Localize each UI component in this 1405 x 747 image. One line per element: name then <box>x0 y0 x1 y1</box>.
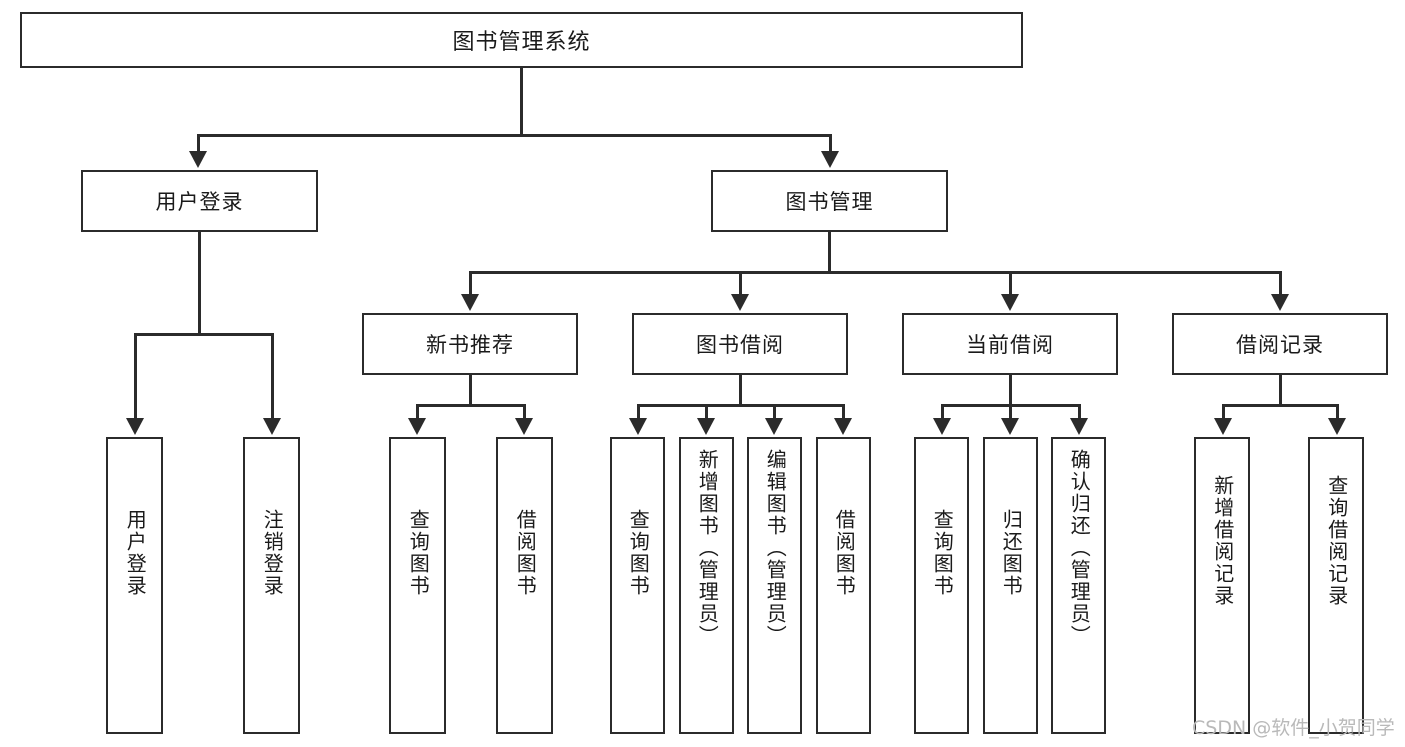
connector-to-leaf-nb-borrow <box>523 404 526 419</box>
leaf-book-edit-admin[interactable]: 编辑图书（管理员） <box>747 437 802 734</box>
leaf-book-borrow-query[interactable]: 查询图书 <box>610 437 665 734</box>
leaf-add-borrow-record[interactable]: 新增借阅记录 <box>1194 437 1250 734</box>
node-label: 新书推荐 <box>426 333 514 357</box>
leaf-label: 新增图书（管理员） <box>695 449 720 647</box>
connector-to-borrow-record <box>1279 271 1282 295</box>
connector-to-leaf-bb-add <box>705 404 708 419</box>
node-borrow-record[interactable]: 借阅记录 <box>1172 313 1388 375</box>
arrowhead-to-leaf-bb-borrow <box>834 418 852 435</box>
arrowhead-to-new-book <box>461 294 479 311</box>
arrowhead-to-book-borrow <box>731 294 749 311</box>
connector-user-login-bus <box>134 333 274 336</box>
leaf-label: 查询图书 <box>626 509 651 597</box>
connector-to-leaf-bb-edit <box>773 404 776 419</box>
node-current-borrow[interactable]: 当前借阅 <box>902 313 1118 375</box>
arrowhead-to-borrow-record <box>1271 294 1289 311</box>
connector-to-current-borrow <box>1009 271 1012 295</box>
node-label: 图书借阅 <box>696 333 784 357</box>
connector-root-stem <box>520 68 523 136</box>
arrowhead-to-leaf-br-query <box>1328 418 1346 435</box>
arrowhead-to-leaf-cb-confirm <box>1070 418 1088 435</box>
leaf-query-borrow-record[interactable]: 查询借阅记录 <box>1308 437 1364 734</box>
connector-current-borrow-stem <box>1009 375 1012 407</box>
arrowhead-to-leaf-bb-edit <box>765 418 783 435</box>
leaf-confirm-return-admin[interactable]: 确认归还（管理员） <box>1051 437 1106 734</box>
leaf-label: 借阅图书 <box>832 509 857 597</box>
connector-new-book-stem <box>469 375 472 407</box>
connector-to-leaf-cb-confirm <box>1078 404 1081 419</box>
leaf-current-borrow-query[interactable]: 查询图书 <box>914 437 969 734</box>
connector-book-manage-stem <box>828 232 831 274</box>
node-label: 图书管理 <box>785 190 874 214</box>
connector-to-leaf-cb-return <box>1009 404 1012 419</box>
connector-to-leaf-bb-borrow <box>842 404 845 419</box>
arrowhead-to-current-borrow <box>1001 294 1019 311</box>
node-book-management[interactable]: 图书管理 <box>711 170 948 232</box>
leaf-logout[interactable]: 注销登录 <box>243 437 300 734</box>
node-label: 用户登录 <box>155 190 244 214</box>
connector-to-leaf-nb-query <box>416 404 419 419</box>
arrowhead-to-leaf-br-add <box>1214 418 1232 435</box>
connector-new-book-bus <box>416 404 526 407</box>
arrowhead-to-leaf-nb-query <box>408 418 426 435</box>
leaf-new-book-borrow[interactable]: 借阅图书 <box>496 437 553 734</box>
leaf-label: 新增借阅记录 <box>1210 475 1235 607</box>
csdn-watermark: CSDN @软件_小贺同学 <box>1192 717 1395 739</box>
leaf-label: 查询借阅记录 <box>1324 475 1349 607</box>
arrowhead-to-leaf-bb-query <box>629 418 647 435</box>
connector-to-leaf-cb-query <box>941 404 944 419</box>
node-new-book-recommend[interactable]: 新书推荐 <box>362 313 578 375</box>
connector-book-manage-bus <box>469 271 1281 274</box>
connector-root-to-book-manage <box>829 134 832 152</box>
arrowhead-to-leaf-nb-borrow <box>515 418 533 435</box>
connector-to-leaf-logout <box>271 333 274 419</box>
node-label: 当前借阅 <box>966 333 1054 357</box>
leaf-book-add-admin[interactable]: 新增图书（管理员） <box>679 437 734 734</box>
connector-borrow-record-stem <box>1279 375 1282 407</box>
leaf-new-book-query[interactable]: 查询图书 <box>389 437 446 734</box>
leaf-book-borrow-action[interactable]: 借阅图书 <box>816 437 871 734</box>
node-label: 借阅记录 <box>1236 333 1324 357</box>
leaf-user-login[interactable]: 用户登录 <box>106 437 163 734</box>
leaf-label: 编辑图书（管理员） <box>763 449 788 647</box>
connector-user-login-stem <box>198 232 201 336</box>
connector-book-borrow-bus <box>637 404 845 407</box>
connector-to-leaf-br-add <box>1222 404 1225 419</box>
connector-root-to-user-login <box>197 134 200 152</box>
connector-to-new-book <box>469 271 472 295</box>
node-user-login[interactable]: 用户登录 <box>81 170 318 232</box>
connector-to-leaf-br-query <box>1336 404 1339 419</box>
arrowhead-to-book-manage <box>821 151 839 168</box>
leaf-label: 查询图书 <box>406 509 431 597</box>
node-book-borrow[interactable]: 图书借阅 <box>632 313 848 375</box>
leaf-label: 用户登录 <box>123 509 148 597</box>
leaf-label: 借阅图书 <box>513 509 538 597</box>
connector-to-leaf-bb-query <box>637 404 640 419</box>
arrowhead-to-leaf-bb-add <box>697 418 715 435</box>
connector-book-borrow-stem <box>739 375 742 407</box>
connector-to-leaf-user-login <box>134 333 137 419</box>
leaf-label: 确认归还（管理员） <box>1067 449 1092 647</box>
arrowhead-to-leaf-cb-return <box>1001 418 1019 435</box>
connector-borrow-record-bus <box>1222 404 1339 407</box>
connector-to-book-borrow <box>739 271 742 295</box>
leaf-label: 查询图书 <box>930 509 955 597</box>
arrowhead-to-leaf-logout <box>263 418 281 435</box>
node-root-book-management-system[interactable]: 图书管理系统 <box>20 12 1023 68</box>
arrowhead-to-user-login <box>189 151 207 168</box>
node-label: 图书管理系统 <box>452 30 591 55</box>
arrowhead-to-leaf-cb-query <box>933 418 951 435</box>
connector-root-bus <box>197 134 832 137</box>
arrowhead-to-leaf-user-login <box>126 418 144 435</box>
leaf-return-book[interactable]: 归还图书 <box>983 437 1038 734</box>
leaf-label: 注销登录 <box>260 509 285 597</box>
leaf-label: 归还图书 <box>999 509 1024 597</box>
